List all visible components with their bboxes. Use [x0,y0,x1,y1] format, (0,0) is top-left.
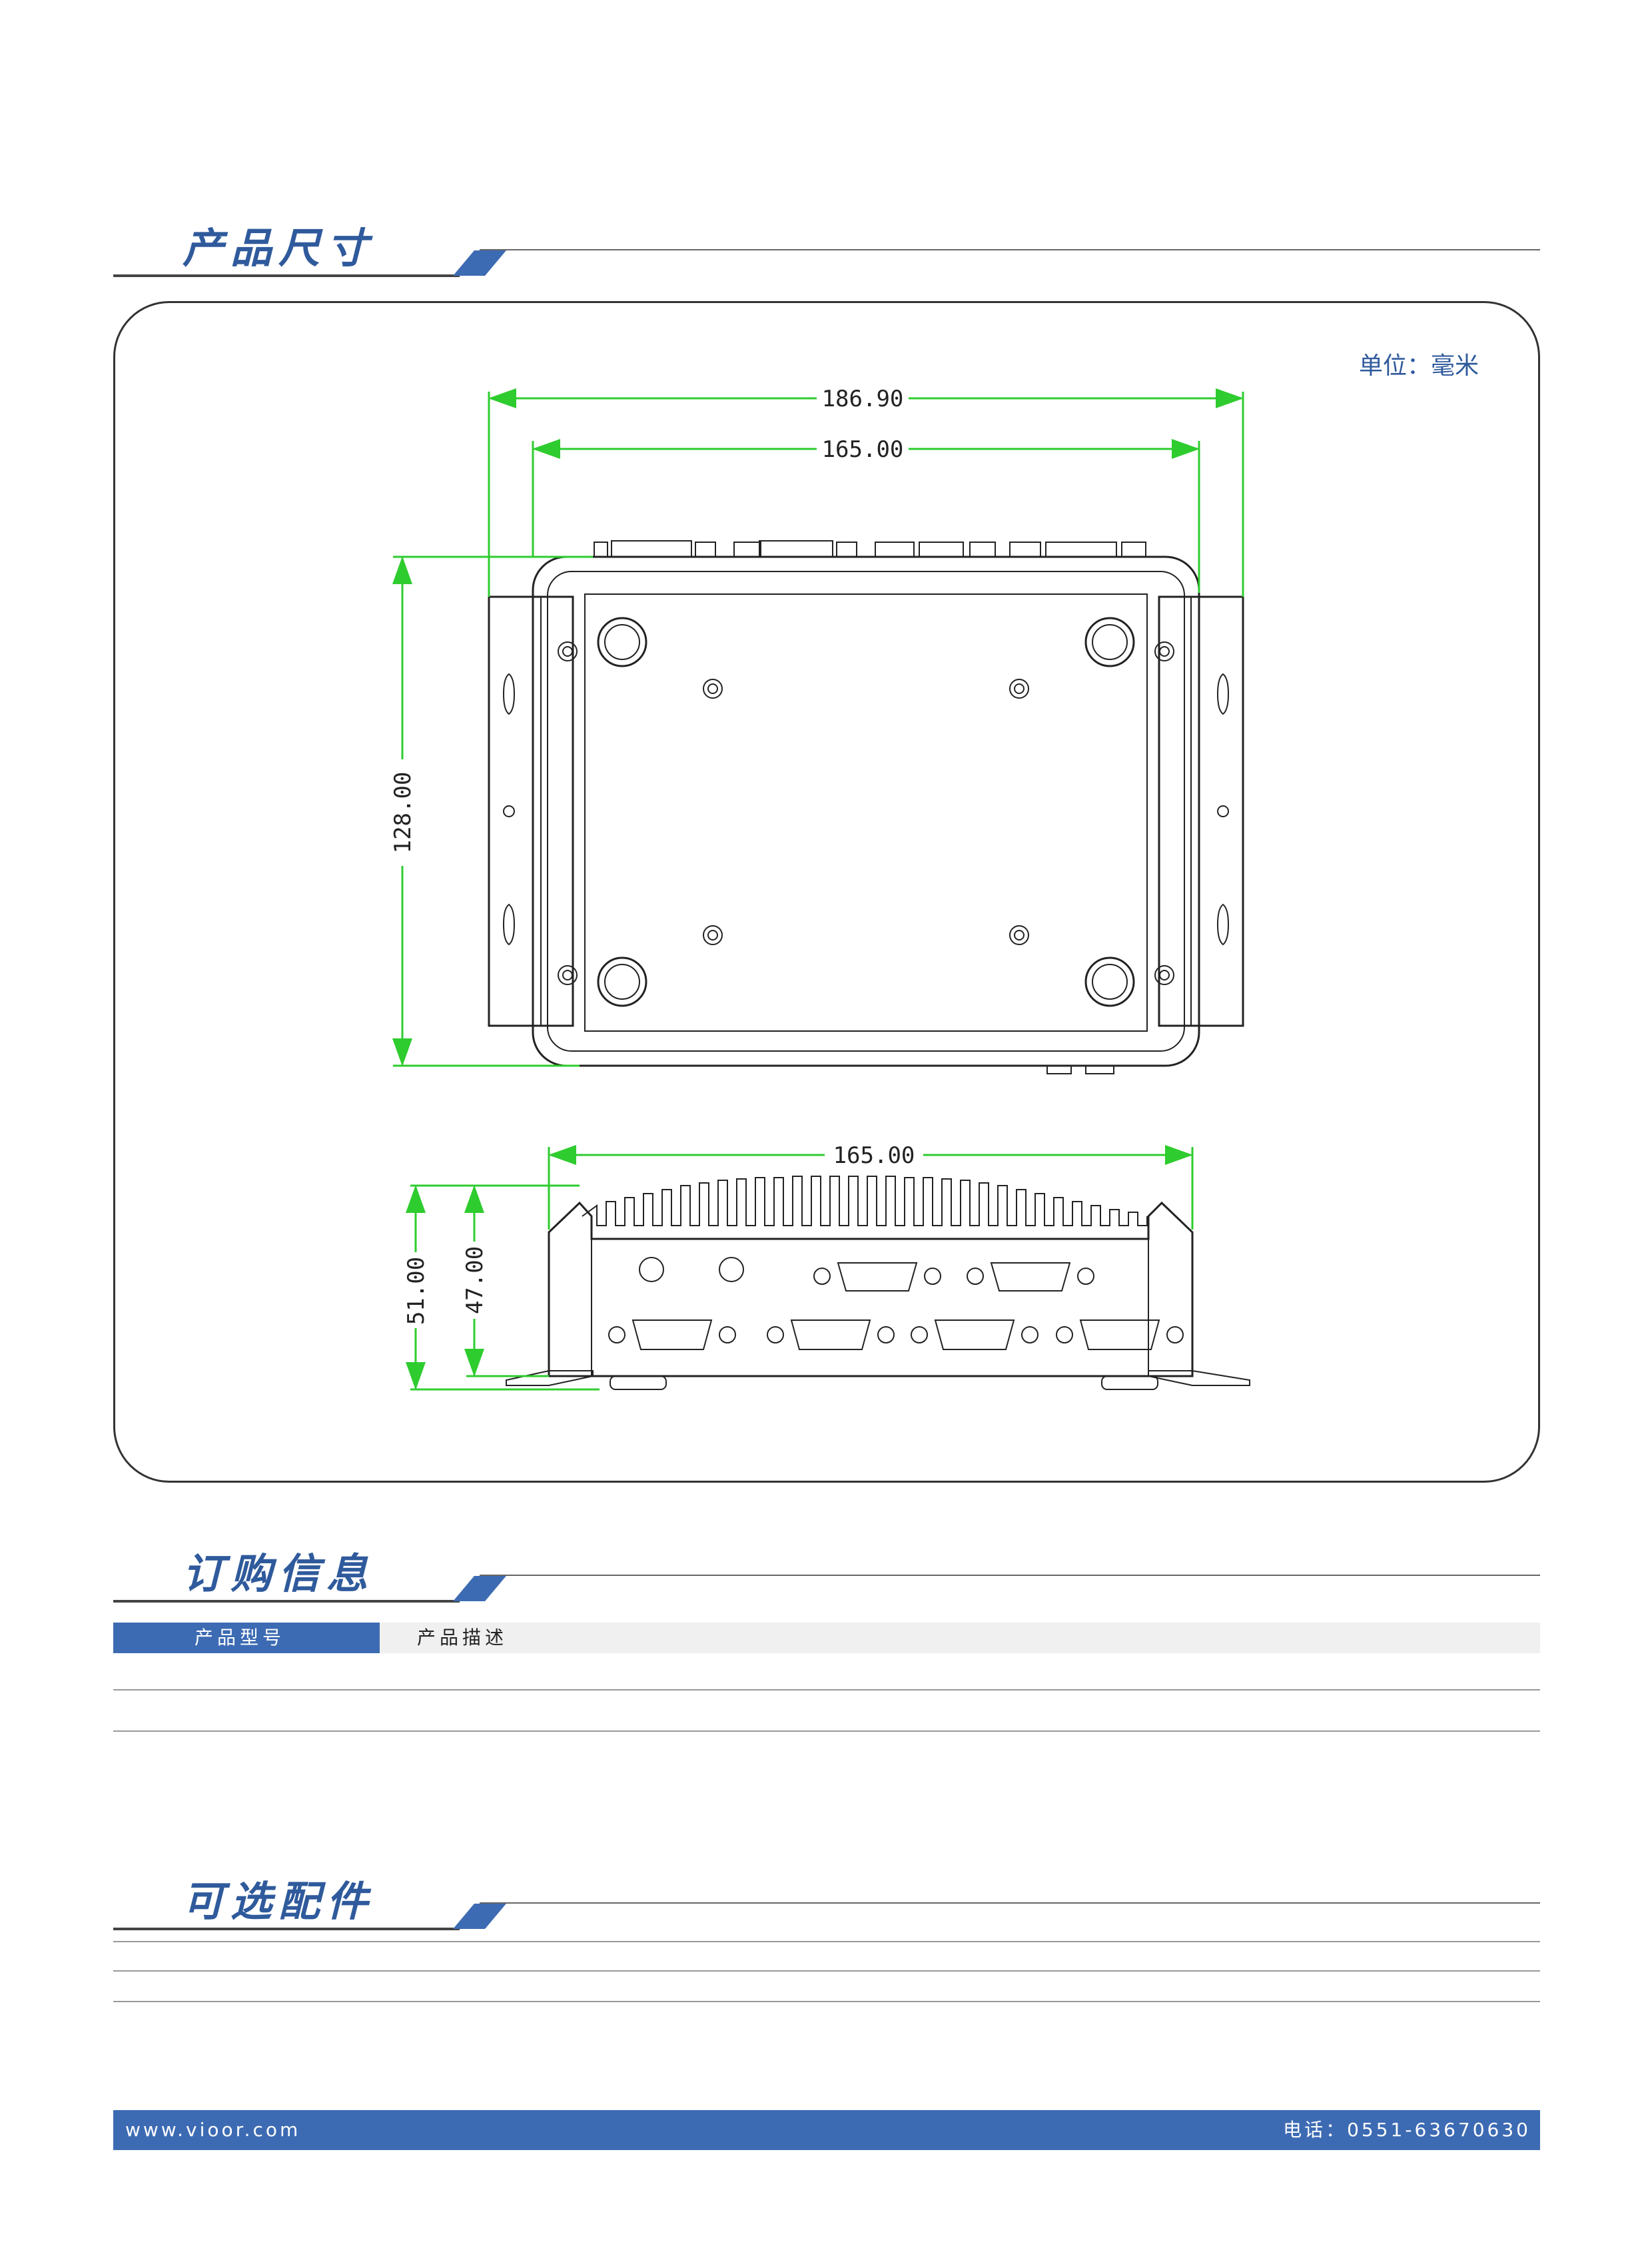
front-view [506,1176,1250,1390]
top-view-dimensions [392,388,1244,1067]
section-underline [113,1600,460,1603]
section-underline [113,1928,460,1930]
table-header-description: 产品描述 [380,1623,1540,1653]
db9-port [767,1319,895,1350]
dim-front-height-body: 47.00 [462,1246,488,1314]
accessory-row-divider [113,1941,1540,1942]
accessory-row-divider [113,1970,1540,1972]
db9-port [911,1319,1038,1350]
dim-top-body-width: 165.00 [822,436,904,463]
section-rule [480,1902,1540,1904]
section-title-accessories: 可选配件 [183,1877,375,1926]
footer-phone: 电话：0551-63670630 [1283,2119,1531,2141]
table-header-model: 产品型号 [113,1623,380,1653]
db9-port [608,1319,736,1350]
dim-top-depth: 128.00 [390,772,416,854]
front-view-dimensions [406,1145,1194,1391]
db9-port [1056,1319,1184,1350]
db9-port [813,1262,941,1292]
section-title-ordering: 订购信息 [183,1549,375,1598]
unit-label: 单位：毫米 [1359,352,1479,380]
accessory-row-divider [113,2001,1540,2002]
section-rule [480,1575,1540,1576]
table-row-divider [113,1730,1540,1732]
top-connectors [594,540,1146,558]
table-row-divider [113,1689,1540,1690]
dim-top-overall-width: 186.90 [822,386,904,412]
dimension-drawing-panel [113,301,1540,1483]
db9-port [967,1262,1094,1292]
left-mounting-bracket [488,595,574,1027]
section-rule [480,249,1540,250]
front-body-outline [548,1201,1194,1377]
footer-website[interactable]: www.vioor.com [125,2119,301,2141]
section-title-dimensions: 产品尺寸 [183,224,375,272]
section-underline [113,274,460,277]
top-view [488,540,1244,1074]
heatsink-fins [582,1176,1148,1226]
dim-front-width: 165.00 [833,1142,915,1169]
footer-bar: www.vioor.com 电话：0551-63670630 [113,2110,1540,2150]
top-body-outline [532,556,1200,1067]
right-mounting-bracket [1158,595,1244,1027]
dim-front-height-total: 51.00 [403,1257,430,1325]
